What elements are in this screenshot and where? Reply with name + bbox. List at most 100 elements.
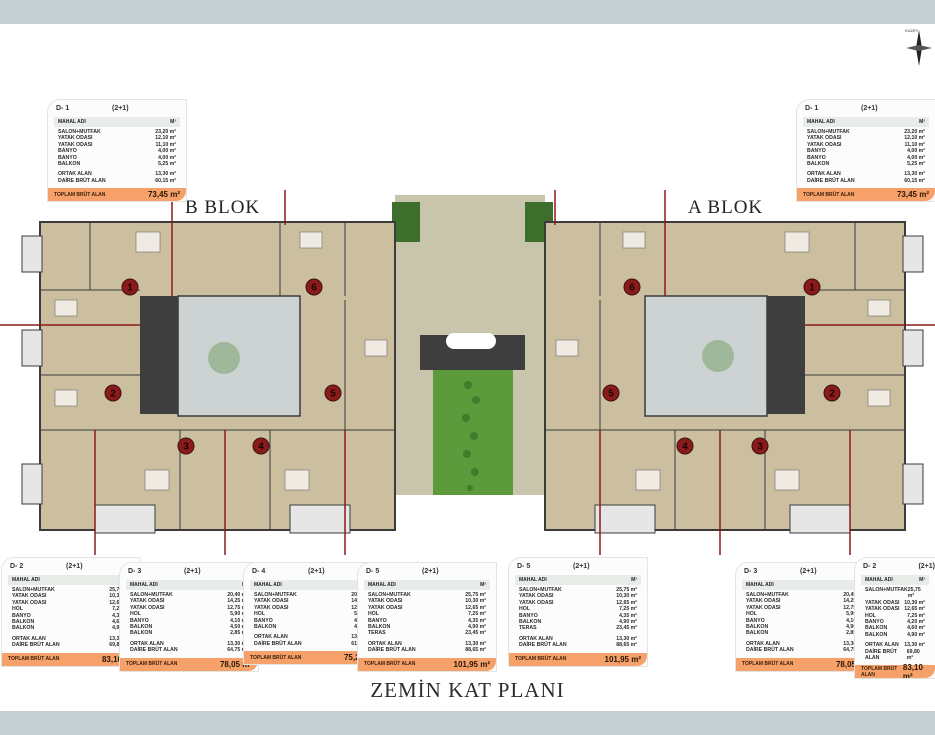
unit-number-marker: 5 — [602, 384, 620, 402]
room-name: BANYO — [368, 617, 387, 624]
room-area: 12,65 m² — [616, 599, 637, 606]
unit-number-circle — [305, 278, 323, 296]
room-row: BANYO 4,35 m² — [519, 613, 637, 619]
room-area: 7,25 m² — [468, 611, 486, 618]
common-area: 13,30 m² — [616, 635, 637, 642]
room-name: SALON+MUTFAK — [807, 129, 850, 135]
room-name: YATAK ODASI — [807, 141, 842, 148]
room-name: BANYO — [865, 619, 884, 626]
unit-number-circle — [121, 278, 139, 296]
card-table-header: MAHAL ADI M² — [54, 117, 180, 127]
unit-number-marker: 4 — [676, 437, 694, 455]
room-name: BANYO — [12, 612, 31, 619]
room-name: BANYO — [746, 617, 765, 624]
room-area: 4,50 m² — [230, 624, 248, 631]
room-area: 11,10 m² — [904, 141, 925, 148]
unit-number-circle — [623, 278, 641, 296]
unit-number-marker: 3 — [751, 437, 769, 455]
header-room: MAHAL ADI — [58, 119, 86, 125]
unit-number-circle — [252, 437, 270, 455]
room-area: 23,20 m² — [904, 129, 925, 135]
unit-number-circle — [177, 437, 195, 455]
room-area: 4,35 m² — [619, 612, 637, 619]
room-name: HOL — [865, 612, 876, 619]
unit-number-text: 5 — [608, 389, 614, 400]
total-label: TOPLAM BRÜT ALAN — [250, 654, 302, 661]
a-balcony-2 — [902, 329, 924, 367]
unit-number-circle — [823, 384, 841, 402]
a-balcony-4 — [789, 504, 851, 534]
unit-number-text: 2 — [829, 389, 835, 400]
total-label: TOPLAM BRÜT ALAN — [803, 191, 855, 198]
card-head: D- 2(2+1) — [2, 558, 140, 575]
common-name: ORTAK ALAN — [12, 635, 46, 642]
unit-number-marker: 1 — [803, 278, 821, 296]
room-name: HOL — [519, 606, 530, 613]
room-name: YATAK ODASI — [746, 604, 781, 611]
header-area: M² — [919, 119, 925, 125]
room-area: 12,10 m² — [904, 135, 925, 142]
room-area: 20,45 m² — [843, 592, 864, 598]
total-value: 78,05 m² — [835, 659, 868, 669]
card-code: D- 1 — [56, 105, 70, 112]
common-area: 60,15 m² — [155, 177, 176, 184]
room-name: BANYO — [130, 617, 149, 624]
header-area: M² — [919, 577, 925, 583]
card-type: (2+1) — [918, 563, 935, 570]
header-room: MAHAL ADI — [519, 577, 547, 583]
room-name: BANYO — [58, 148, 77, 155]
room-name: BANYO — [519, 612, 538, 619]
total-label: TOPLAM BRÜT ALAN — [742, 661, 794, 668]
unit-number-text: 1 — [127, 283, 133, 294]
common-area: 13,30 m² — [843, 640, 864, 647]
room-name: SALON+MUTFAK — [130, 592, 173, 598]
header-area: M² — [170, 119, 176, 125]
section-lines — [0, 190, 935, 555]
room-area: 12,10 m² — [155, 135, 176, 142]
unit-number-circle — [104, 384, 122, 402]
room-area: 5,25 m² — [158, 161, 176, 168]
card-head: D- 5(2+1) — [509, 558, 647, 575]
common-area: 13,30 m² — [904, 171, 925, 178]
room-name: TERAS — [368, 630, 386, 637]
unit-number-marker: 4 — [252, 437, 270, 455]
room-area: 23,45 m² — [616, 625, 637, 632]
room-area: 4,90 m² — [907, 631, 925, 638]
common-area: 13,30 m² — [465, 640, 486, 647]
card-type: (2+1) — [112, 105, 129, 112]
unit-number-circle — [602, 384, 620, 402]
a-block-furniture — [555, 231, 891, 491]
common-name: DAİRE BRÜT ALAN — [807, 177, 855, 184]
header-room: MAHAL ADI — [746, 582, 774, 588]
top-band — [0, 0, 935, 24]
card-head: D- 3(2+1) — [736, 563, 874, 580]
header-room: MAHAL ADI — [254, 582, 282, 588]
common-name: DAİRE BRÜT ALAN — [519, 642, 567, 649]
b-balcony-2 — [21, 329, 43, 367]
common-name: ORTAK ALAN — [865, 642, 899, 649]
